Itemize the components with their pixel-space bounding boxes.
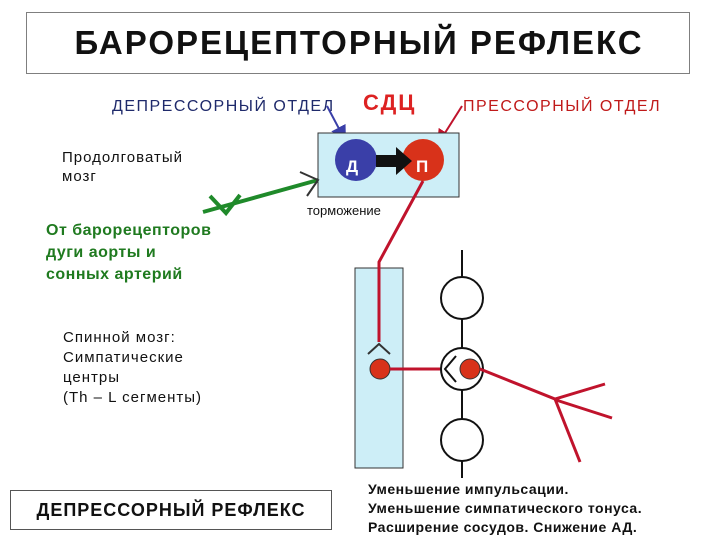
- pressor-node-label: П: [416, 157, 428, 176]
- title-frame: БАРОРЕЦЕПТОРНЫЙ РЕФЛЕКС: [26, 12, 690, 74]
- pressor-node: [402, 139, 444, 181]
- postganglionic-branch-upper: [555, 398, 613, 420]
- postganglionic-fiber: [479, 367, 606, 401]
- reflex-result-text: Уменьшение импульсации. Уменьшение симпа…: [368, 481, 643, 535]
- ganglion-lower: [440, 418, 484, 462]
- ganglion-synapse-fork: [443, 355, 457, 383]
- reflex-name-frame: ДЕПРЕССОРНЫЙ РЕФЛЕКС: [10, 490, 332, 530]
- depressor-node-label: Д: [346, 157, 358, 176]
- efferent-descending-pathway: [377, 180, 425, 342]
- inhibition-arrow-shaft: [376, 155, 398, 167]
- baroreceptor-source-label: От барорецепторов дуги аорты и сонных ар…: [46, 222, 212, 283]
- spinal-cord-label: Спинной мозг: Симпатические центры (Th –…: [63, 329, 203, 406]
- ganglion-neuron: [459, 358, 481, 380]
- spinal-sympathetic-neuron: [369, 358, 391, 380]
- depressor-department-label: ДЕПРЕССОРНЫЙ ОТДЕЛ: [112, 98, 335, 115]
- pressor-department-label: ПРЕССОРНЫЙ ОТДЕЛ: [463, 98, 662, 115]
- vasomotor-center-label: СДЦ: [363, 90, 417, 115]
- inhibition-label: торможение: [307, 203, 381, 218]
- afferent-synapse-fork: [299, 171, 320, 197]
- reflex-name: ДЕПРЕССОРНЫЙ РЕФЛЕКС: [36, 500, 306, 520]
- inhibition-arrow-head: [396, 147, 412, 175]
- page-title: БАРОРЕЦЕПТОРНЫЙ РЕФЛЕКС: [74, 24, 644, 61]
- medulla-label: Продолговатый мозг: [62, 149, 183, 185]
- postganglionic-branch: [553, 398, 582, 463]
- spinal-synapse-fork: [367, 342, 391, 355]
- afferent-arrow-head: [208, 193, 242, 217]
- depressor-node: [335, 139, 377, 181]
- ganglion-upper: [440, 276, 484, 320]
